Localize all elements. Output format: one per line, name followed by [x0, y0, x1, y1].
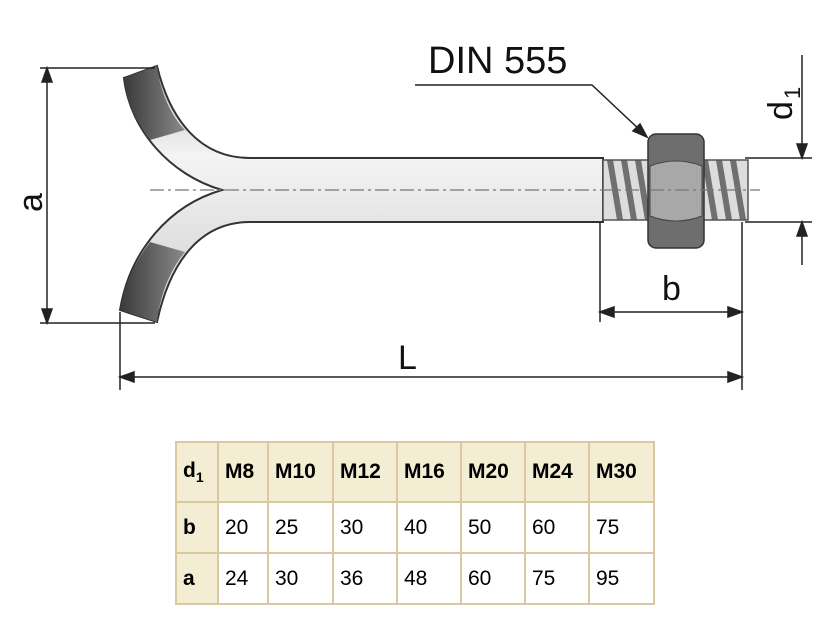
- table-header-row: d1 M8 M10 M12 M16 M20 M24 M30: [175, 441, 655, 503]
- column-header: M16: [396, 441, 462, 503]
- anchor-bolt-diagram: DIN 555 a L b d 1: [12, 40, 812, 390]
- table-cell: 50: [460, 501, 526, 554]
- dimension-d1: [745, 55, 812, 265]
- dimension-a: [40, 65, 155, 326]
- bolt-body: [118, 64, 604, 324]
- svg-text:1: 1: [780, 87, 805, 99]
- svg-text:d: d: [762, 101, 800, 120]
- table-cell: 36: [332, 552, 398, 605]
- table-cell: 20: [217, 501, 269, 554]
- dimensions-table: d1 M8 M10 M12 M16 M20 M24 M30 b 20 25 30…: [175, 441, 655, 605]
- column-header: M8: [217, 441, 269, 503]
- callout-leader: [415, 84, 649, 139]
- table-cell: 95: [588, 552, 655, 605]
- label-a: a: [12, 193, 50, 212]
- hex-nut: [647, 133, 705, 249]
- column-header: M10: [267, 441, 334, 503]
- table-cell: 30: [267, 552, 334, 605]
- table-cell: 75: [524, 552, 590, 605]
- row-label: a: [175, 552, 219, 605]
- table-cell: 40: [396, 501, 462, 554]
- column-header: M30: [588, 441, 655, 503]
- callout-din-555: DIN 555: [428, 40, 567, 82]
- label-b: b: [662, 270, 681, 308]
- column-header: M24: [524, 441, 590, 503]
- table-cell: 30: [332, 501, 398, 554]
- table-cell: 48: [396, 552, 462, 605]
- label-L: L: [398, 339, 417, 377]
- table-cell: 60: [460, 552, 526, 605]
- table-cell: 25: [267, 501, 334, 554]
- table-cell: 75: [588, 501, 655, 554]
- table-cell: 24: [217, 552, 269, 605]
- table-cell: 60: [524, 501, 590, 554]
- column-header: M20: [460, 441, 526, 503]
- column-header: M12: [332, 441, 398, 503]
- table-row: a 24 30 36 48 60 75 95: [175, 552, 655, 605]
- label-d1: d 1: [762, 87, 805, 120]
- header-d1: d1: [175, 441, 219, 503]
- row-label: b: [175, 501, 219, 554]
- dimension-b: [597, 222, 745, 322]
- dimension-L: [117, 222, 745, 390]
- table-row: b 20 25 30 40 50 60 75: [175, 501, 655, 554]
